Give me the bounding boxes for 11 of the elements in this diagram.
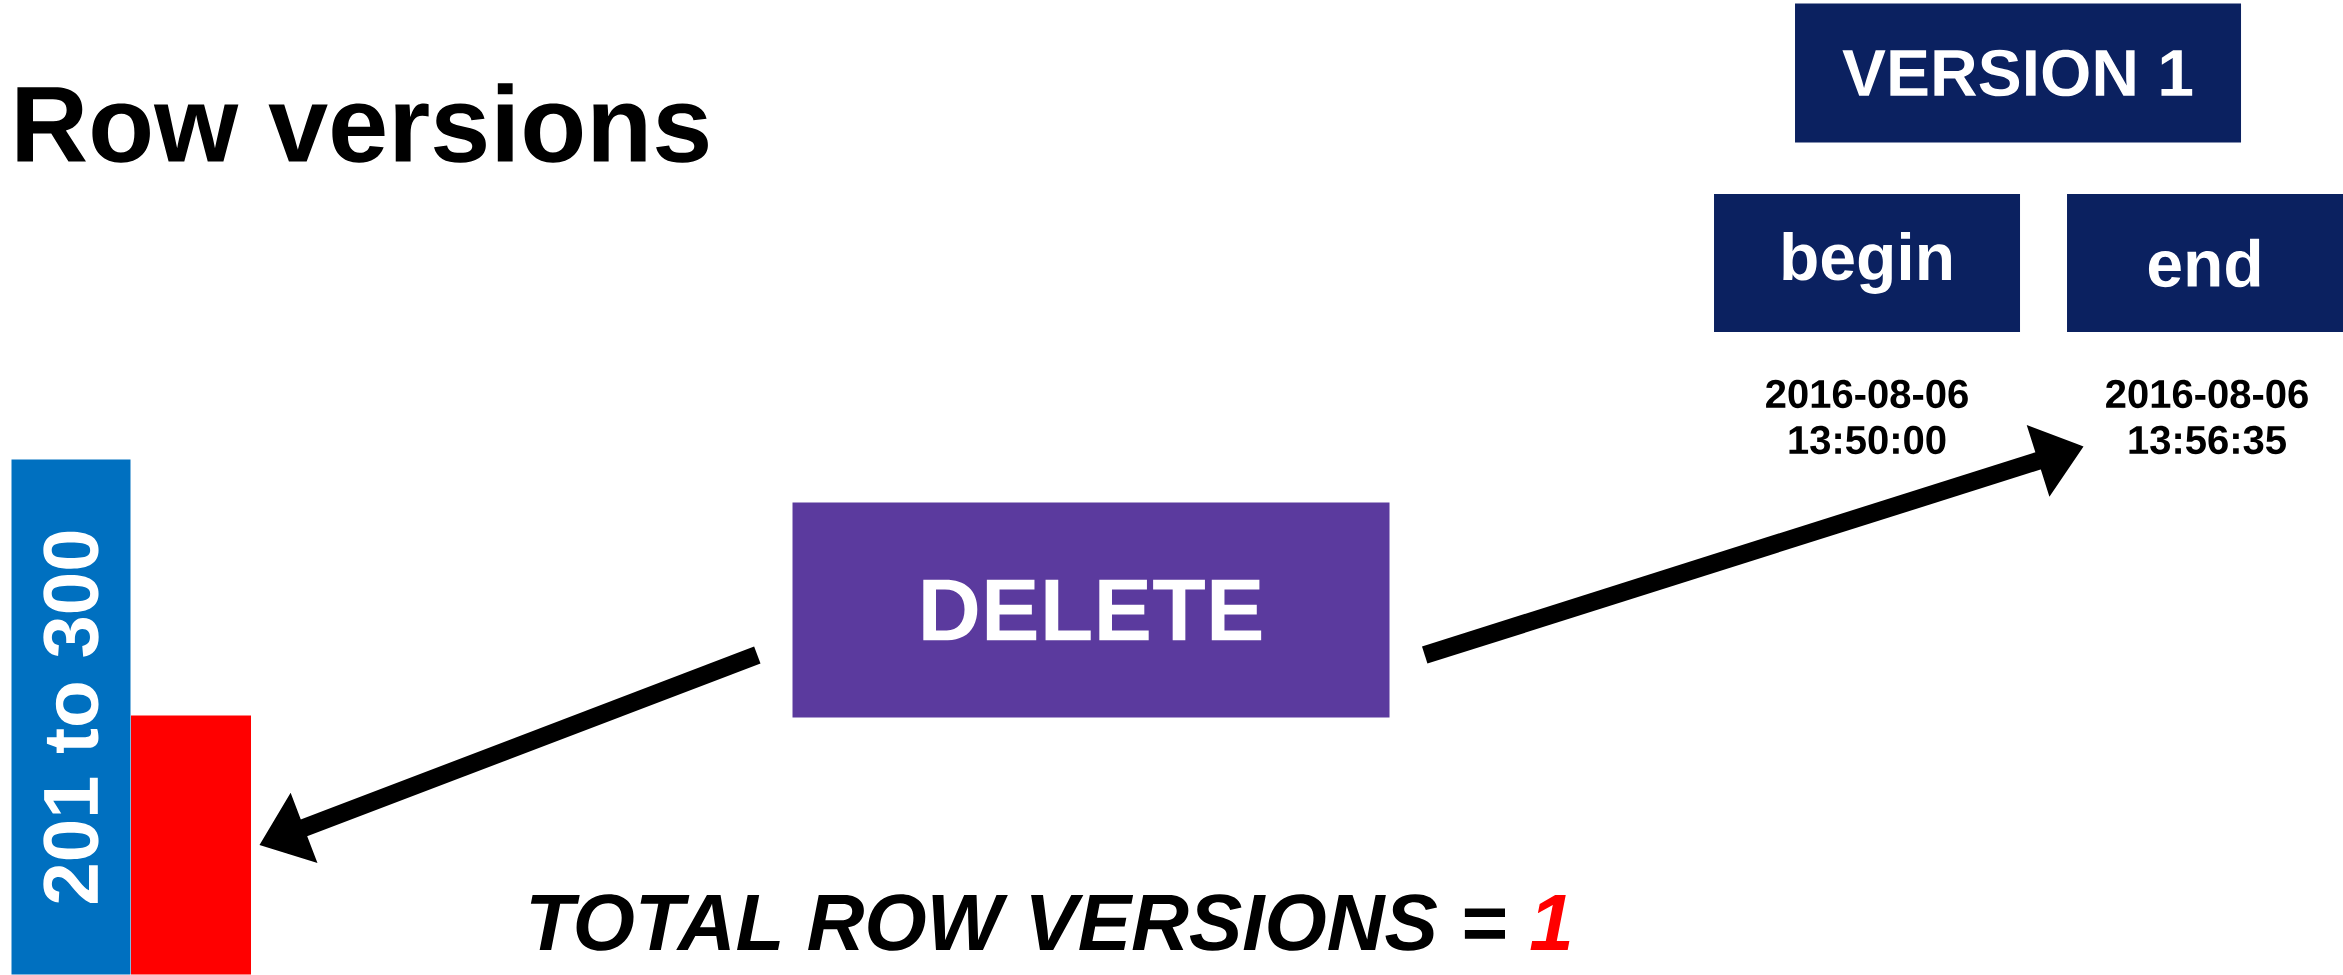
column-box: end [2067,194,2343,332]
bar [131,715,251,975]
column-box: begin [1714,194,2020,332]
timestamp-text: 2016-08-06 13:56:35 [2106,379,2308,455]
header-box: VERSION 1 [1795,3,2241,143]
total-text: TOTAL ROW VERSIONS = [530,894,1505,951]
title: Row versions [17,83,708,163]
timestamp-text: 2016-08-06 13:50:00 [1766,379,1968,455]
action-box: DELETE [792,502,1390,718]
total-value: 1 [1530,894,1570,950]
range-bar: 201 to 300 [11,459,131,975]
